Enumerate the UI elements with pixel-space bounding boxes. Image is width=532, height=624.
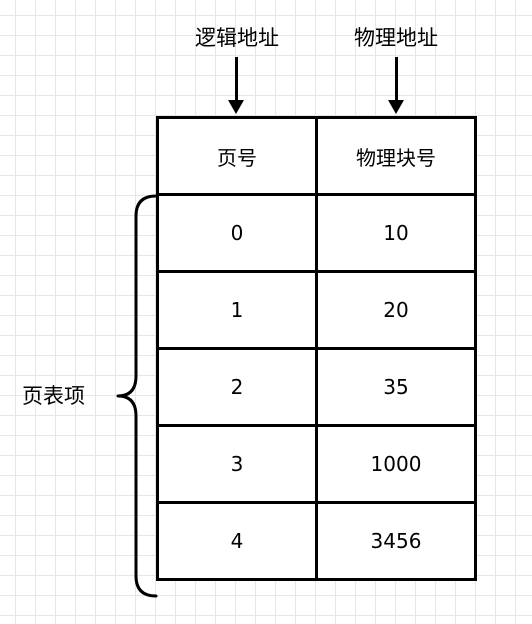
physical-block-cell: 35	[315, 347, 477, 427]
table-row: 3 1000	[156, 424, 477, 504]
header-page-number: 页号	[156, 116, 318, 196]
logical-address-label: 逻辑地址	[195, 26, 279, 50]
physical-address-arrow-head	[388, 100, 404, 114]
logical-address-arrow-shaft	[235, 57, 238, 103]
table-row: 2 35	[156, 347, 477, 427]
page-table: 页号 物理块号 0 10 1 20 2 35 3 1000 4 3456	[156, 116, 477, 581]
page-number-cell: 1	[156, 270, 318, 350]
physical-block-cell: 20	[315, 270, 477, 350]
table-row: 4 3456	[156, 501, 477, 581]
page-number-cell: 3	[156, 424, 318, 504]
page-number-cell: 4	[156, 501, 318, 581]
page-number-cell: 2	[156, 347, 318, 427]
page-table-entry-brace	[116, 194, 158, 598]
physical-block-cell: 10	[315, 193, 477, 273]
table-header-row: 页号 物理块号	[156, 116, 477, 196]
physical-address-arrow-shaft	[395, 57, 398, 103]
table-row: 0 10	[156, 193, 477, 273]
page-number-cell: 0	[156, 193, 318, 273]
physical-address-label: 物理地址	[354, 26, 438, 50]
physical-block-cell: 3456	[315, 501, 477, 581]
page-table-entry-label: 页表项	[22, 384, 85, 408]
header-physical-block-number: 物理块号	[315, 116, 477, 196]
logical-address-arrow-head	[228, 100, 244, 114]
physical-block-cell: 1000	[315, 424, 477, 504]
table-row: 1 20	[156, 270, 477, 350]
